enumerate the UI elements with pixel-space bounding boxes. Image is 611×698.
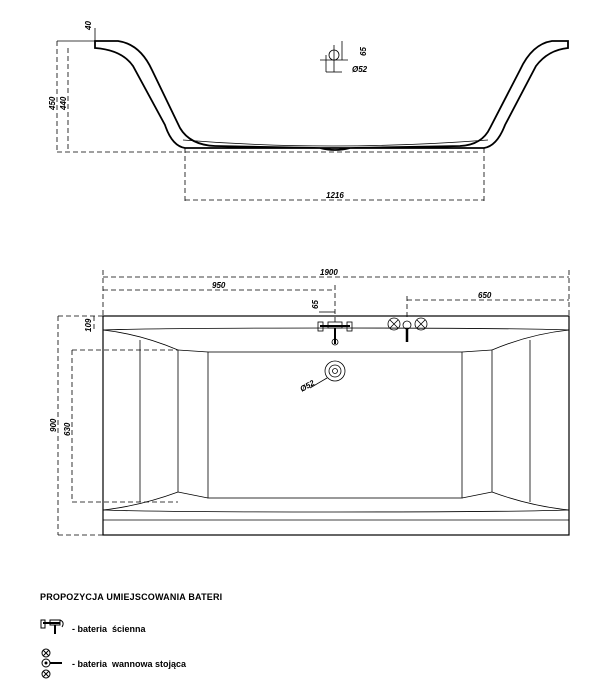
legend-item-wall-faucet: - bateria ścienna <box>40 618 146 640</box>
side-view-drain <box>320 41 348 73</box>
top-view-wall-faucet <box>317 321 353 346</box>
wall-faucet-icon <box>40 619 64 634</box>
legend-label-deck-faucet: - bateria wannowa stojąca <box>72 659 187 669</box>
side-view-tub-profile <box>94 40 569 151</box>
side-view-dim-bottom-length: 1216 <box>326 191 344 200</box>
top-view-dim-to-drain: 950 <box>212 281 226 290</box>
top-view-dim-wall-tap: 650 <box>478 291 492 300</box>
deck-faucet-icon <box>41 648 62 679</box>
top-view-dim-drain-diameter: Ø52 <box>299 378 317 394</box>
side-view-dim-height-inner: 440 <box>59 96 68 111</box>
top-view-outer-rim <box>102 315 570 536</box>
side-view: 40 450 440 65 Ø52 1216 <box>48 21 569 202</box>
top-view-deck-faucet <box>387 317 428 342</box>
top-view-dim-tap-offset: 65 <box>311 300 320 309</box>
top-view-floor-corners <box>177 349 493 499</box>
top-view-drain <box>309 360 346 389</box>
top-view-right-end <box>491 329 570 511</box>
top-view-dim-width: 900 <box>49 418 58 432</box>
top-view-dim-length: 1900 <box>320 268 338 277</box>
side-view-dim-rim: 40 <box>84 21 93 31</box>
top-view-left-end <box>102 329 179 511</box>
top-view-dim-inner-width: 630 <box>63 422 72 436</box>
side-view-dim-tap-offset: 65 <box>359 47 368 56</box>
top-view: 1900 950 65 650 109 900 630 Ø52 <box>49 268 570 536</box>
side-view-rim-edges <box>94 41 569 48</box>
side-view-inner-floor <box>182 139 489 147</box>
side-view-dim-height-outer: 450 <box>48 96 57 111</box>
top-view-basin-floor <box>207 351 463 499</box>
side-view-dim-drain-diameter: Ø52 <box>352 65 368 74</box>
top-view-dim-rim-width: 109 <box>84 318 93 332</box>
legend-title: PROPOZYCJA UMIEJSCOWANIA BATERI <box>40 592 223 602</box>
legend: PROPOZYCJA UMIEJSCOWANIA BATERI - bateri… <box>40 592 600 679</box>
legend-label-wall-faucet: - bateria ścienna <box>72 624 146 634</box>
legend-item-deck-faucet: - bateria wannowa stojąca <box>40 648 186 680</box>
